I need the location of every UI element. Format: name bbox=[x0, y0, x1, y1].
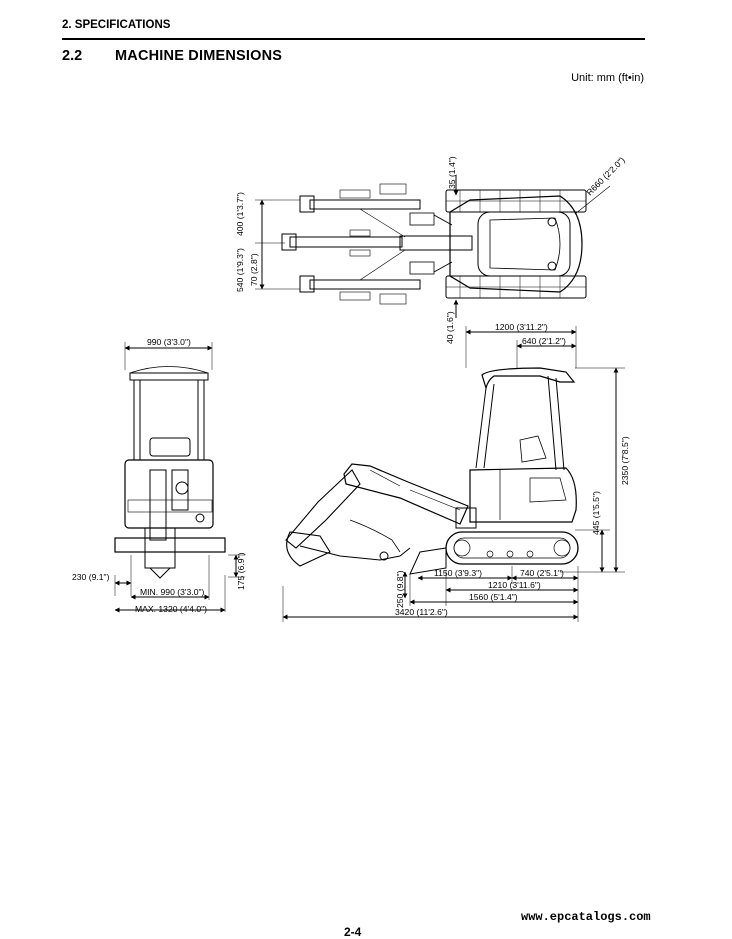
side-view bbox=[282, 326, 625, 622]
dim-side-250: 250 (9.8") bbox=[395, 570, 405, 608]
section-title: MACHINE DIMENSIONS bbox=[115, 48, 283, 64]
header-rule bbox=[62, 38, 645, 40]
section-header: 2. SPECIFICATIONS bbox=[62, 19, 171, 31]
dim-side-1210: 1210 (3'11.6") bbox=[488, 580, 541, 590]
dim-front-min: MIN. 990 (3'3.0") bbox=[140, 587, 205, 597]
dim-side-1560: 1560 (5'1.4") bbox=[469, 592, 518, 602]
dim-side-2350: 2350 (7'8.5") bbox=[620, 436, 630, 485]
dim-side-640: 640 (2'1.2") bbox=[522, 336, 566, 346]
dim-side-445: 445 (1'5.5") bbox=[591, 491, 601, 535]
dim-front-max: MAX. 1320 (4'4.0") bbox=[135, 604, 207, 614]
dim-top-70: 70 (2.8") bbox=[249, 253, 259, 286]
page-number: 2-4 bbox=[344, 925, 362, 939]
dim-side-1200: 1200 (3'11.2") bbox=[495, 322, 548, 332]
dim-front-990: 990 (3'3.0") bbox=[147, 337, 191, 347]
dim-top-radius: R660 (2'2.0") bbox=[584, 155, 627, 198]
dim-top-40: 40 (1.6") bbox=[445, 311, 455, 344]
top-view bbox=[255, 175, 611, 318]
dim-side-3420: 3420 (11'2.6") bbox=[395, 607, 448, 617]
front-view bbox=[114, 342, 245, 613]
dim-front-175: 175 (6.9") bbox=[236, 552, 246, 590]
dim-side-740: 740 (2'5.1") bbox=[520, 568, 564, 578]
footer-url: www.epcatalogs.com bbox=[521, 910, 651, 924]
dim-top-35: 35 (1.4") bbox=[447, 156, 457, 189]
dim-top-400: 400 (1'3.7") bbox=[235, 192, 245, 236]
section-number: 2.2 bbox=[62, 48, 83, 64]
dim-top-540: 540 (1'9.3") bbox=[235, 248, 245, 292]
unit-note: Unit: mm (ft•in) bbox=[571, 72, 644, 84]
dim-front-230: 230 (9.1") bbox=[72, 572, 110, 582]
dim-side-1150: 1150 (3'9.3") bbox=[434, 568, 482, 578]
